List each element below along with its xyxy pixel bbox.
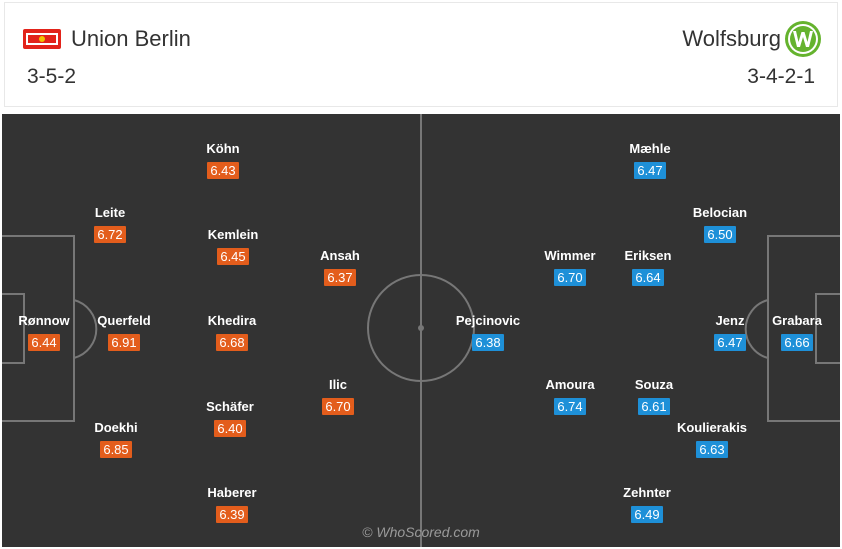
home-player-doekhi[interactable]: Doekhi 6.85: [71, 420, 161, 459]
wolfsburg-logo-icon[interactable]: [784, 20, 822, 58]
player-rating: 6.63: [696, 441, 728, 458]
away-player-belocian[interactable]: Belocian 6.50: [675, 205, 765, 244]
player-rating: 6.70: [554, 269, 586, 286]
player-name: Wimmer: [544, 248, 596, 263]
home-player-ilic[interactable]: Ilic 6.70: [293, 377, 383, 416]
away-player-amoura[interactable]: Amoura 6.74: [525, 377, 615, 416]
player-name: Ansah: [320, 248, 360, 263]
player-rating: 6.39: [216, 506, 248, 523]
pitch: Rønnow 6.44 Leite 6.72 Querfeld 6.91 Doe…: [2, 114, 840, 547]
home-player-ronnow[interactable]: Rønnow 6.44: [2, 313, 89, 352]
player-name: Belocian: [692, 205, 748, 220]
home-player-khedira[interactable]: Khedira 6.68: [187, 313, 277, 352]
away-player-wimmer[interactable]: Wimmer 6.70: [525, 248, 615, 287]
away-player-maehle[interactable]: Mæhle 6.47: [605, 141, 695, 180]
home-player-schafer[interactable]: Schäfer 6.40: [185, 399, 275, 438]
player-rating: 6.85: [100, 441, 132, 458]
player-name: Amoura: [545, 377, 595, 392]
home-player-querfeld[interactable]: Querfeld 6.91: [79, 313, 169, 352]
home-formation: 3-5-2: [27, 65, 77, 88]
player-name: Pejcinovic: [455, 313, 521, 328]
player-name: Doekhi: [94, 420, 138, 435]
home-player-leite[interactable]: Leite 6.72: [65, 205, 155, 244]
player-rating: 6.45: [217, 248, 249, 265]
player-name: Querfeld: [97, 313, 151, 328]
player-name: Rønnow: [18, 313, 70, 328]
away-player-jenz[interactable]: Jenz 6.47: [685, 313, 775, 352]
player-rating: 6.70: [322, 398, 354, 415]
player-rating: 6.64: [632, 269, 664, 286]
whoscored-watermark: © WhoScored.com: [362, 524, 480, 540]
player-rating: 6.68: [216, 334, 248, 351]
player-name: Zehnter: [623, 485, 671, 500]
player-rating: 6.44: [28, 334, 60, 351]
player-rating: 6.91: [108, 334, 140, 351]
player-name: Kemlein: [207, 227, 259, 242]
player-name: Grabara: [772, 313, 822, 328]
away-formation: 3-4-2-1: [747, 65, 815, 88]
home-team-name[interactable]: Union Berlin: [71, 26, 191, 51]
away-player-souza[interactable]: Souza 6.61: [609, 377, 699, 416]
union-berlin-logo-icon[interactable]: [23, 29, 61, 49]
player-name: Khedira: [207, 313, 257, 328]
away-team-name[interactable]: Wolfsburg: [682, 26, 781, 51]
away-player-grabara[interactable]: Grabara 6.66: [752, 313, 840, 352]
player-rating: 6.49: [631, 506, 663, 523]
away-player-koulierakis[interactable]: Koulierakis 6.63: [667, 420, 757, 459]
player-name: Ilic: [328, 377, 348, 392]
match-header: Union Berlin 3-5-2 Wolfsburg 3-4-2-1: [4, 2, 838, 107]
player-name: Schäfer: [206, 399, 254, 414]
pitch-markings: [2, 114, 840, 547]
player-rating: 6.61: [638, 398, 670, 415]
player-name: Koulierakis: [676, 420, 748, 435]
player-rating: 6.47: [714, 334, 746, 351]
player-rating: 6.38: [472, 334, 504, 351]
player-name: Köhn: [206, 141, 240, 156]
player-rating: 6.74: [554, 398, 586, 415]
player-rating: 6.72: [94, 226, 126, 243]
home-player-ansah[interactable]: Ansah 6.37: [295, 248, 385, 287]
player-rating: 6.66: [781, 334, 813, 351]
player-name: Haberer: [207, 485, 257, 500]
away-player-zehnter[interactable]: Zehnter 6.49: [602, 485, 692, 524]
player-name: Eriksen: [624, 248, 672, 263]
player-rating: 6.37: [324, 269, 356, 286]
player-name: Souza: [634, 377, 674, 392]
player-rating: 6.40: [214, 420, 246, 437]
home-player-kemlein[interactable]: Kemlein 6.45: [188, 227, 278, 266]
player-rating: 6.47: [634, 162, 666, 179]
player-name: Mæhle: [629, 141, 671, 156]
player-name: Jenz: [715, 313, 745, 328]
player-rating: 6.50: [704, 226, 736, 243]
away-player-eriksen[interactable]: Eriksen 6.64: [603, 248, 693, 287]
player-name: Leite: [94, 205, 126, 220]
player-rating: 6.43: [207, 162, 239, 179]
home-player-kohn[interactable]: Köhn 6.43: [178, 141, 268, 180]
away-player-pejcinovic[interactable]: Pejcinovic 6.38: [443, 313, 533, 352]
home-player-haberer[interactable]: Haberer 6.39: [187, 485, 277, 524]
